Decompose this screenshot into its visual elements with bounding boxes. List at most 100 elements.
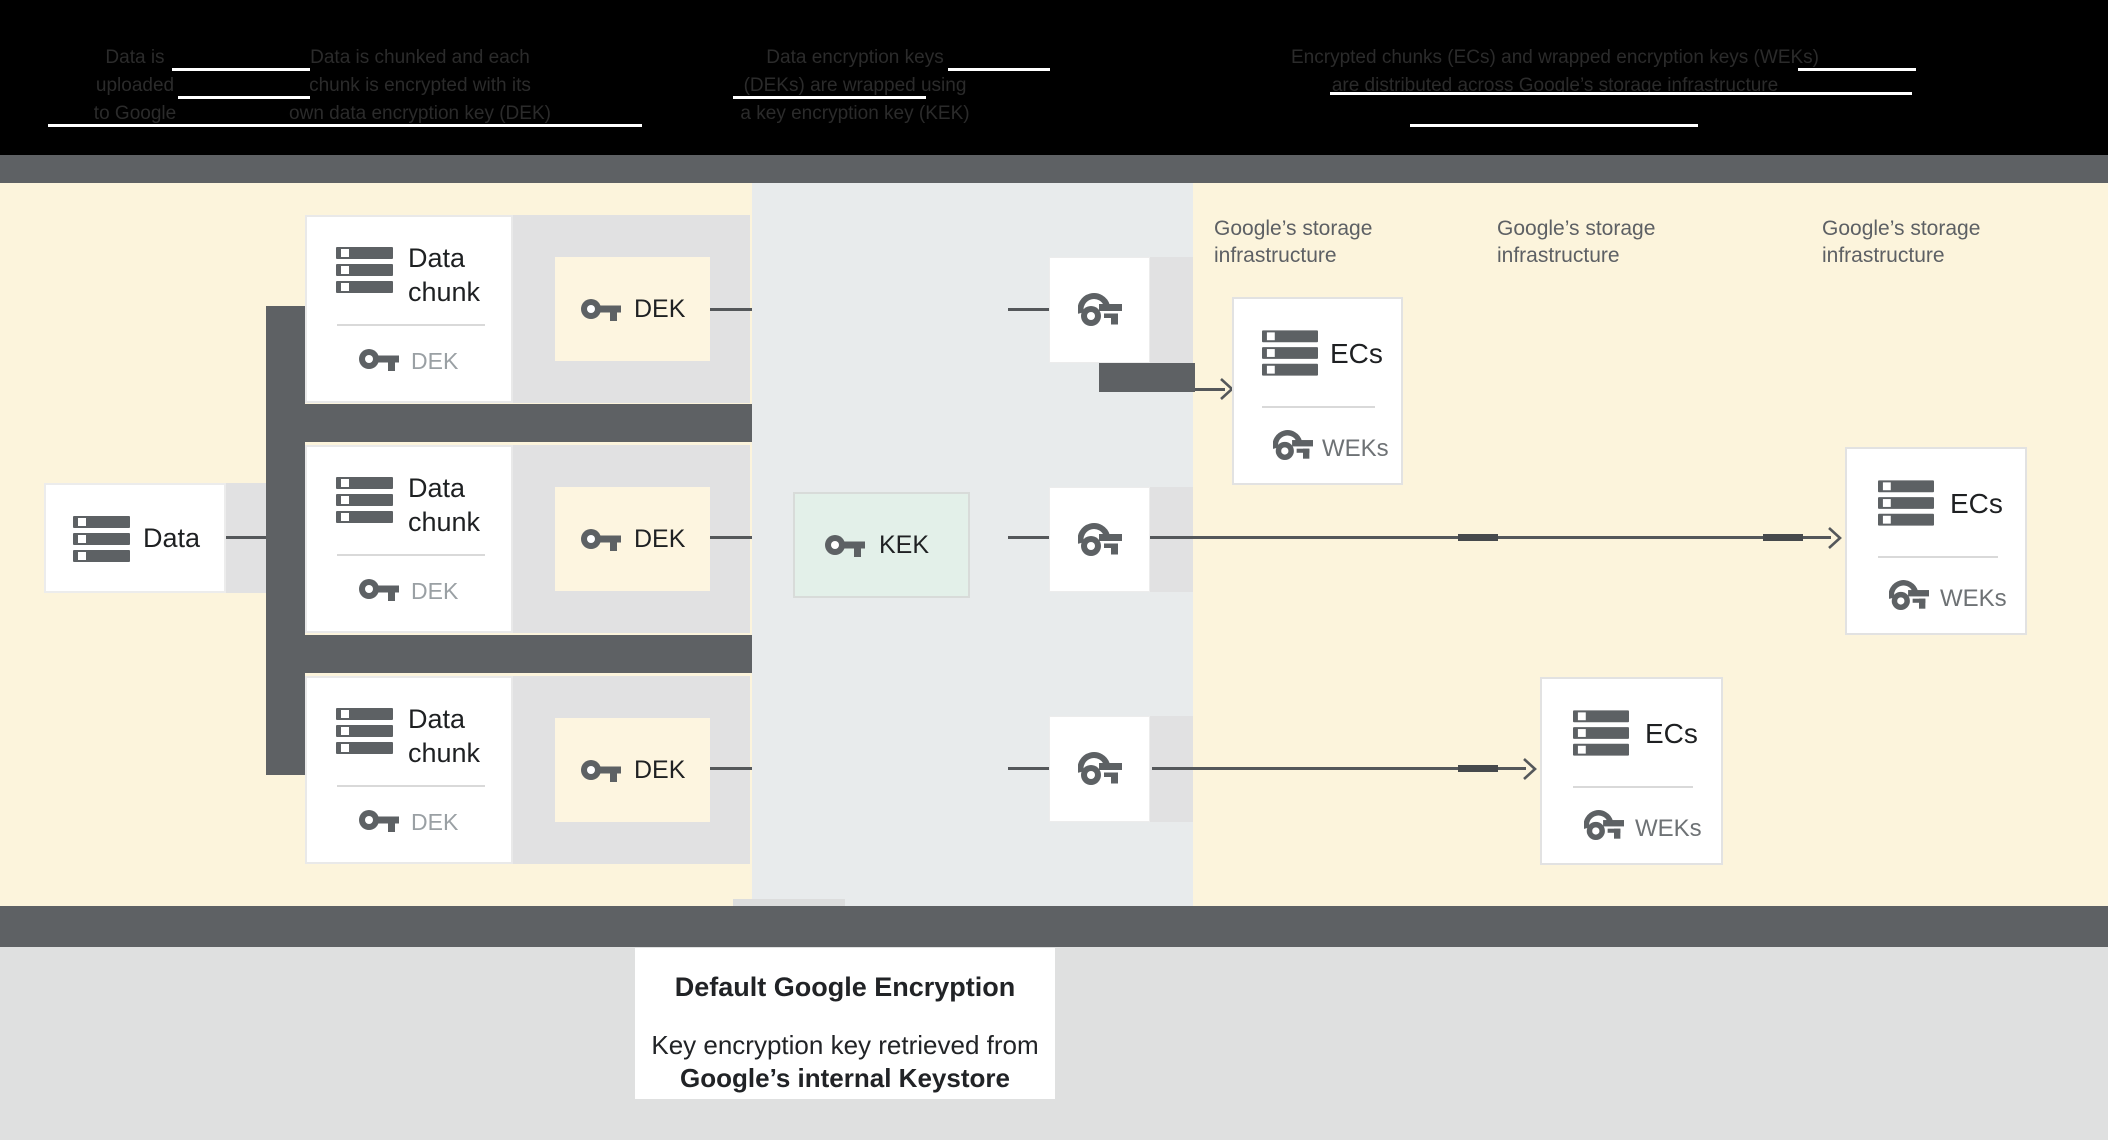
header-text: chunk is encrypted with its (309, 75, 531, 96)
header-text: Encrypted chunks (ECs) and wrapped encry… (1291, 47, 1819, 68)
header-step-2: Data is chunked and each chunk is encryp… (250, 44, 590, 128)
data-chunk-label: Data chunk (408, 473, 481, 537)
connector-line (226, 536, 266, 539)
header-text: Data is chunked and each (310, 47, 530, 68)
divider (1573, 786, 1693, 788)
underline-artifact (948, 68, 1050, 71)
underline-artifact (48, 124, 642, 127)
wrapped-key-icon (1273, 430, 1313, 461)
key-icon (581, 299, 621, 321)
key-icon (825, 535, 865, 557)
header-text: Data encryption keys (766, 47, 944, 68)
storage-icon (336, 708, 393, 754)
arrow-line-row1 (1195, 388, 1225, 391)
caption-title: Default Google Encryption (674, 972, 1016, 1002)
wrapped-key-icon (1077, 293, 1122, 326)
storage-infrastructure-label: Google’s storage infrastructure (1214, 217, 1373, 267)
storage-icon (73, 516, 130, 562)
connector-line (710, 536, 752, 539)
storage-icon (1573, 710, 1629, 756)
kek-label: KEK (879, 530, 930, 559)
branch-bar-horizontal (266, 635, 752, 673)
underline-artifact (172, 68, 310, 71)
underline-artifact (1798, 68, 1916, 71)
underline-artifact (1410, 124, 1698, 127)
dek-label: DEK (634, 755, 686, 784)
key-icon (581, 760, 621, 782)
key-icon (359, 349, 399, 371)
data-chunk-label: Data chunk (408, 243, 481, 307)
wrapped-key-node (1049, 257, 1150, 363)
kek-node: KEK (793, 492, 970, 598)
ecs-label: ECs (1950, 488, 2003, 519)
dek-node: DEK (555, 257, 710, 361)
ecs-card: ECs WEKs (1232, 297, 1403, 485)
arrowhead-icon (1523, 758, 1537, 780)
data-chunk-card: Data chunk DEK (305, 445, 513, 633)
caption-box: Default Google Encryption Key encryption… (635, 948, 1055, 1099)
data-chunk-card: Data chunk DEK (305, 215, 513, 403)
branch-bar-vertical (266, 306, 305, 775)
divider (337, 785, 485, 787)
header-text: a key encryption key (KEK) (740, 103, 970, 124)
storage-icon (1262, 330, 1318, 376)
branch-bar-horizontal (266, 404, 752, 442)
weks-label: WEKs (1322, 435, 1389, 462)
connector-line (710, 767, 752, 770)
divider (337, 554, 485, 556)
storage-icon (336, 247, 393, 293)
arrow-line-overlay (1763, 534, 1803, 541)
caption-line: Key encryption key retrieved from (651, 1030, 1039, 1060)
divider (1262, 406, 1375, 408)
arrow-line-overlay (1458, 765, 1498, 772)
wrapped-key-icon (1889, 580, 1929, 611)
data-label: Data (143, 523, 201, 553)
separator-band-top (0, 155, 2108, 183)
separator-band-bottom (0, 906, 2108, 947)
underline-artifact (178, 96, 310, 99)
header-text: (DEKs) are wrapped using (743, 75, 967, 96)
key-icon (581, 529, 621, 551)
wrapped-key-icon (1077, 752, 1122, 785)
ecs-card: ECs WEKs (1540, 677, 1723, 865)
arrow-line-overlay (1458, 534, 1498, 541)
ecs-label: ECs (1330, 338, 1383, 369)
storage-icon (1878, 480, 1934, 526)
underline-artifact (1330, 92, 1912, 95)
chunk-key-label: DEK (411, 348, 459, 374)
underline-artifact (733, 96, 926, 99)
connector-line (710, 308, 752, 311)
header-band: Data is uploaded to Google Data is chunk… (0, 0, 2108, 155)
chunk-key-label: DEK (411, 578, 459, 604)
key-icon (359, 579, 399, 601)
header-step-4: Encrypted chunks (ECs) and wrapped encry… (1280, 44, 1830, 100)
header-step-1: Data is uploaded to Google (50, 44, 220, 128)
header-text: to Google (93, 103, 177, 124)
ecs-label: ECs (1645, 718, 1698, 749)
header-text: Data is (105, 47, 165, 68)
wrapped-key-icon (1584, 810, 1624, 841)
connector-band (733, 899, 845, 906)
storage-infrastructure-label: Google’s storage infrastructure (1822, 217, 1981, 267)
dek-label: DEK (634, 294, 686, 323)
connector-band (1150, 487, 1193, 592)
caption-area: Default Google Encryption Key encryption… (0, 947, 2108, 1140)
connector-line (1008, 767, 1049, 770)
arrowhead-icon (1828, 527, 1842, 549)
weks-label: WEKs (1635, 815, 1702, 842)
wrapped-key-node (1049, 487, 1150, 592)
header-text: uploaded (95, 75, 175, 96)
ecs-card: ECs WEKs (1845, 447, 2027, 635)
arrow-bar-row1 (1099, 363, 1195, 392)
storage-icon (336, 477, 393, 523)
header-step-3: Data encryption keys (DEKs) are wrapped … (695, 44, 1015, 128)
dek-label: DEK (634, 524, 686, 553)
dek-node: DEK (555, 718, 710, 822)
dek-node: DEK (555, 487, 710, 591)
chunk-key-label: DEK (411, 809, 459, 835)
connector-line (1008, 536, 1049, 539)
storage-infrastructure-label: Google’s storage infrastructure (1497, 217, 1656, 267)
wrapped-key-node (1049, 716, 1150, 822)
connector-band (1150, 257, 1193, 363)
